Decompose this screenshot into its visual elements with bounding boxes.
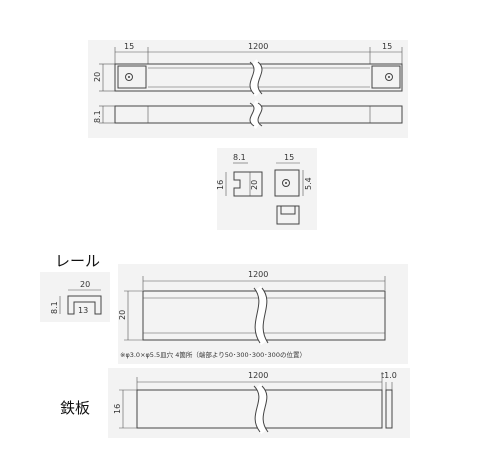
rail-section-inner-dim: 13: [78, 306, 88, 315]
cap-plate-front: [274, 169, 300, 197]
iron-plate-thickness-dim: t1.0: [381, 371, 397, 380]
top-end-right-dim: 15: [382, 42, 392, 51]
rail-section-height-dim: 8.1: [50, 301, 59, 314]
iron-plate-length-dim: 1200: [248, 371, 268, 380]
top-height-dim: 20: [93, 72, 102, 82]
cap-width-dim: 8.1: [233, 153, 246, 162]
rail-length-dim: 1200: [248, 270, 268, 279]
rail-cross-section: [67, 295, 102, 315]
top-right-cap: [371, 65, 401, 89]
rail-heading: レール: [55, 252, 100, 270]
rail-height-dim: 20: [118, 310, 127, 320]
rail-section: レール 20 13 8.1 1200 20 ※φ3.0×φ5.5皿穴 4箇所（端…: [40, 252, 408, 364]
cap-outer-height-dim: 16: [216, 180, 225, 190]
top-left-cap: [117, 65, 147, 89]
end-cap-detail: 8.1 16 20 15 5.4: [216, 148, 317, 230]
rail-section-width-dim: 20: [80, 280, 90, 289]
top-end-left-dim: 15: [124, 42, 134, 51]
cap-side-profile: [233, 171, 263, 197]
iron-plate-edge-view: [385, 389, 393, 429]
top-panel-bg: [88, 40, 408, 138]
top-assembly-view: 15 1200 15 20 8.1: [88, 40, 408, 138]
cap-plate-bottom: [276, 205, 300, 225]
cap-inner-height-dim: 20: [250, 180, 259, 190]
iron-plate-section: 鉄板 1200 16 t1.0: [60, 368, 410, 438]
iron-plate-heading: 鉄板: [60, 399, 90, 417]
rail-countersink-note: ※φ3.0×φ5.5皿穴 4箇所（端部より50･300･300･300の位置）: [120, 350, 306, 359]
cap-hole-offset-dim: 5.4: [304, 177, 313, 190]
end-cap-panel-bg: [217, 148, 317, 230]
top-thickness-dim: 8.1: [93, 110, 102, 123]
iron-plate-height-dim: 16: [113, 404, 122, 414]
cap-plate-width-dim: 15: [284, 153, 294, 162]
top-length-dim: 1200: [248, 42, 268, 51]
